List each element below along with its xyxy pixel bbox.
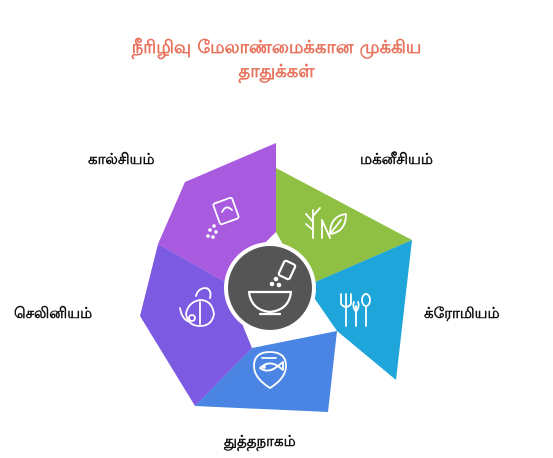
segment-magnesium — [276, 168, 412, 286]
label-selenium: செலினியம் — [14, 304, 93, 322]
segment-chromium — [306, 240, 412, 380]
herb-leaf-icon — [305, 207, 347, 239]
segment-calcium — [158, 143, 276, 282]
fish-icon — [253, 351, 287, 389]
bowl-salt-shaker-icon — [247, 259, 297, 316]
label-chromium: க்ரோமியம் — [424, 304, 500, 322]
title-line-2: தாதுக்கள் — [238, 61, 315, 82]
salt-shaker-icon — [206, 196, 240, 239]
title-line-1: நீரிழிவு மேலாண்மைக்கான முக்கிய — [131, 37, 422, 58]
page-title: நீரிழிவு மேலாண்மைக்கான முக்கிய தாதுக்கள் — [0, 36, 553, 84]
label-calcium: கால்சியம் — [88, 150, 155, 168]
label-zinc: துத்தநாகம் — [224, 432, 296, 450]
garlic-icon — [179, 287, 215, 327]
label-magnesium: மக்னீசியம் — [360, 150, 433, 168]
segment-zinc — [195, 331, 337, 412]
center-circle — [224, 242, 316, 334]
utensils-icon — [340, 293, 371, 327]
